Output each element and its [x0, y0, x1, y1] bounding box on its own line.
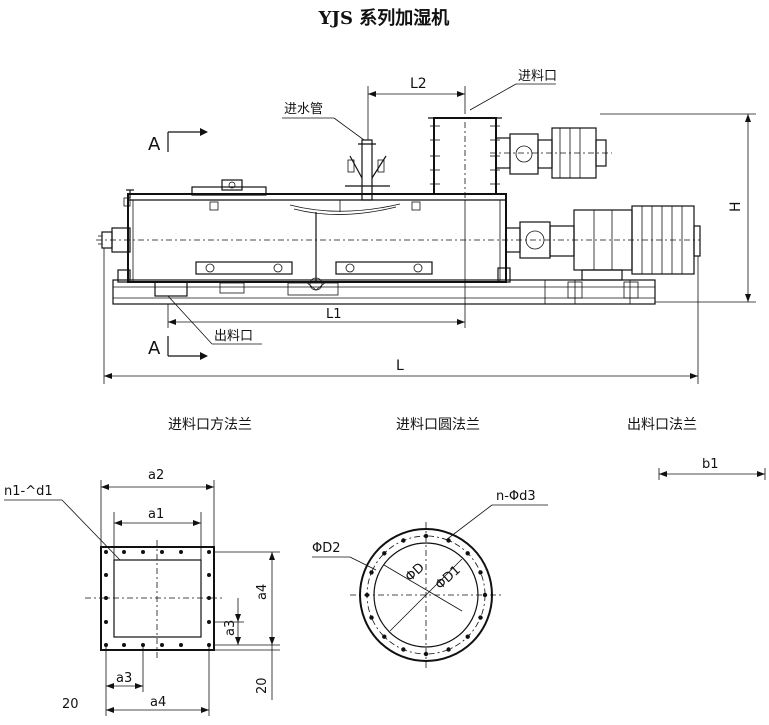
bolt-hole	[478, 615, 483, 620]
label-n-d3: n-Φd3	[496, 489, 536, 504]
dim-a4: a4	[150, 695, 166, 710]
dim-a2: a2	[148, 468, 164, 483]
elevation-dimensions: L2 L1 L H	[103, 76, 756, 384]
label-D2: ΦD2	[312, 541, 341, 556]
bolt-hole	[369, 570, 374, 575]
feed-valve-motor	[490, 127, 612, 179]
bolt-hole	[382, 551, 387, 556]
dim-b1: b1	[702, 457, 719, 472]
bolt-hole	[465, 551, 470, 556]
bolt-hole	[465, 634, 470, 639]
dim-a1: a1	[148, 507, 164, 522]
label-D1: ΦD1	[433, 563, 464, 593]
dim-L2: L2	[410, 76, 427, 92]
bolt-hole	[423, 651, 429, 657]
water-inlet-pipe	[345, 139, 390, 201]
bolt-hole	[423, 533, 429, 539]
round-flange-view: ΦD ΦD1 n-Φd3 ΦD2	[312, 489, 548, 668]
dim-a4-vertical: a4	[255, 584, 270, 600]
base-frame	[112, 267, 656, 305]
dim-L1: L1	[326, 307, 342, 322]
bolt-hole	[478, 570, 483, 575]
section-a-bottom: A	[148, 338, 161, 359]
label-D: ΦD	[403, 560, 428, 585]
outlet-label: 出料口	[214, 329, 253, 344]
bolt-hole	[382, 634, 387, 639]
dim-L: L	[396, 358, 404, 374]
elevation-view: 进料口 进水管 出料口 A A L	[96, 69, 756, 384]
diagram-title: YJS 系列加湿机	[318, 8, 450, 29]
bolt-hole	[401, 538, 406, 543]
main-drive-motor	[505, 205, 701, 281]
water-pipe-label: 进水管	[284, 102, 323, 117]
dim-20: 20	[62, 697, 79, 712]
elevation-labels: 进料口 进水管 出料口 A A	[148, 69, 557, 360]
caption-square-flange: 进料口方法兰	[168, 417, 252, 433]
dim-20-vertical: 20	[255, 677, 270, 694]
dim-H: H	[728, 201, 744, 212]
caption-outlet-flange: 出料口法兰	[627, 417, 697, 433]
bolt-hole	[364, 592, 370, 598]
feed-inlet-hopper	[428, 108, 502, 200]
outlet-flange-view: b1	[658, 457, 766, 480]
bolt-hole	[401, 647, 406, 652]
round-flange-holes	[364, 533, 488, 657]
dim-a3: a3	[116, 671, 132, 686]
label-n1-d1: n1-^d1	[4, 484, 53, 499]
dim-a3-vertical: a3	[223, 620, 238, 636]
caption-round-flange: 进料口圆法兰	[396, 417, 480, 433]
square-flange-view: n1-^d1 a2 a1 a4 a3 20	[4, 468, 280, 716]
feed-inlet-label: 进料口	[518, 69, 557, 84]
bolt-hole	[446, 647, 451, 652]
bolt-hole	[446, 538, 451, 543]
bolt-hole	[482, 592, 488, 598]
mixer-trough	[96, 179, 700, 297]
bolt-hole	[369, 615, 374, 620]
section-a-top: A	[148, 134, 161, 155]
square-flange-holes	[104, 550, 211, 647]
